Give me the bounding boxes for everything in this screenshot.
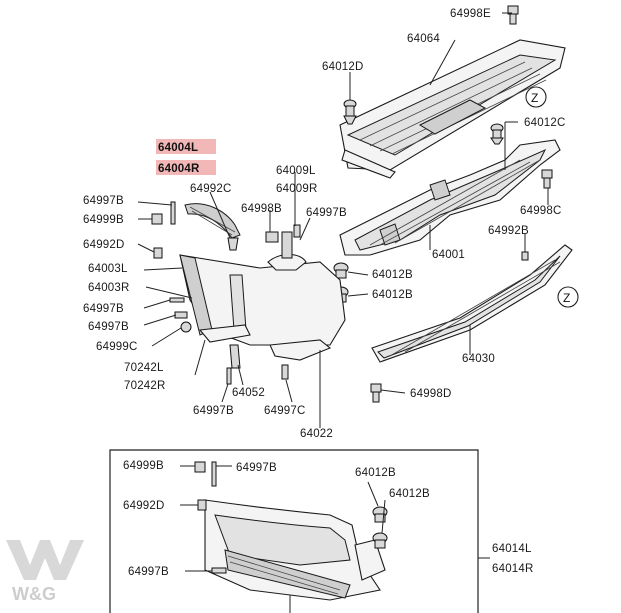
fastener-64997B-left2 — [174, 311, 188, 319]
label-64003L[interactable]: 64003L — [88, 263, 128, 275]
screw-64992C — [227, 237, 239, 251]
clip-64012D — [343, 99, 357, 125]
leader-lines-upper — [137, 12, 549, 428]
label-64997C[interactable]: 64997C — [264, 405, 305, 417]
label-64992D-top[interactable]: 64992D — [83, 239, 124, 251]
label-64009R[interactable]: 64009R — [276, 183, 317, 195]
label-64997B-box2[interactable]: 64997B — [128, 566, 169, 578]
label-64997B-mid[interactable]: 64997B — [306, 207, 347, 219]
fastener-64997B-bottom — [226, 367, 232, 385]
bolt-64998C — [541, 169, 553, 189]
bolt-64998B — [265, 231, 279, 243]
label-64997B-top[interactable]: 64997B — [83, 195, 124, 207]
clip-64012C — [490, 123, 504, 145]
label-64009L[interactable]: 64009L — [276, 165, 316, 177]
callout-z-bottom: Z — [557, 286, 579, 308]
label-64997B-box[interactable]: 64997B — [236, 462, 277, 474]
label-64997B-left2[interactable]: 64997B — [88, 321, 129, 333]
callout-z-label: Z — [531, 91, 538, 105]
highlight-64004L — [156, 139, 216, 154]
label-64030[interactable]: 64030 — [462, 353, 495, 365]
fastener-64999B-top — [151, 213, 163, 225]
part-labels: 64004L 64004R 64998E 64064 64012D 64012C… — [83, 8, 565, 578]
fastener-64999C — [180, 321, 192, 333]
label-64012B-box2[interactable]: 64012B — [389, 488, 430, 500]
label-64998E[interactable]: 64998E — [450, 8, 491, 20]
label-64004R[interactable]: 64004R — [158, 163, 200, 175]
bolt-64998D — [370, 383, 382, 403]
label-64992C[interactable]: 64992C — [190, 183, 231, 195]
label-64052[interactable]: 64052 — [232, 387, 265, 399]
label-64001[interactable]: 64001 — [432, 249, 465, 261]
skirt-64022 — [269, 339, 332, 361]
label-64999B-box[interactable]: 64999B — [123, 460, 164, 472]
label-64997B-bottom[interactable]: 64997B — [193, 405, 234, 417]
label-64992D-box[interactable]: 64992D — [123, 500, 164, 512]
bracket-70242 — [198, 324, 251, 343]
step-board-64064 — [339, 39, 566, 179]
label-64998B[interactable]: 64998B — [241, 203, 282, 215]
highlight-64004R — [156, 160, 216, 175]
callout-z-top: Z — [525, 86, 547, 108]
label-64012C[interactable]: 64012C — [524, 117, 565, 129]
label-64997B-left[interactable]: 64997B — [83, 303, 124, 315]
label-64014R[interactable]: 64014R — [492, 563, 533, 575]
label-64064[interactable]: 64064 — [407, 33, 440, 45]
label-64012B-box1[interactable]: 64012B — [355, 467, 396, 479]
bracket-64009 — [281, 224, 301, 259]
watermark-logo: W&G — [6, 540, 84, 604]
trim-64004 — [184, 203, 241, 239]
label-64999C[interactable]: 64999C — [96, 341, 137, 353]
fastener-64992D-top — [153, 247, 163, 259]
label-64014L[interactable]: 64014L — [492, 543, 532, 555]
callout-z-label: Z — [563, 291, 570, 305]
clip-64992B — [521, 251, 529, 261]
fastener-64997B-top — [170, 201, 176, 225]
label-64004L[interactable]: 64004L — [158, 142, 198, 154]
bolt-64998E — [507, 5, 519, 25]
label-64012B-a[interactable]: 64012B — [372, 269, 413, 281]
detail-box-64014 — [109, 449, 490, 613]
label-64003R[interactable]: 64003R — [88, 282, 129, 294]
label-64022[interactable]: 64022 — [300, 428, 333, 440]
fastener-64997B-left — [169, 297, 185, 303]
clip-64052 — [229, 344, 241, 369]
label-64999B-top[interactable]: 64999B — [83, 214, 124, 226]
fastener-64997C — [281, 364, 289, 380]
side-rail-64030 — [371, 244, 573, 363]
label-64998D[interactable]: 64998D — [410, 388, 451, 400]
label-70242R[interactable]: 70242R — [124, 380, 165, 392]
clip-64012B-a — [333, 262, 349, 279]
label-64998C[interactable]: 64998C — [520, 205, 561, 217]
watermark-text: W&G — [12, 584, 56, 604]
label-70242L[interactable]: 70242L — [124, 362, 164, 374]
label-64992B[interactable]: 64992B — [488, 225, 529, 237]
label-64012D[interactable]: 64012D — [322, 61, 363, 73]
label-64012B-b[interactable]: 64012B — [372, 289, 413, 301]
bumper-corner-64003 — [179, 253, 346, 346]
